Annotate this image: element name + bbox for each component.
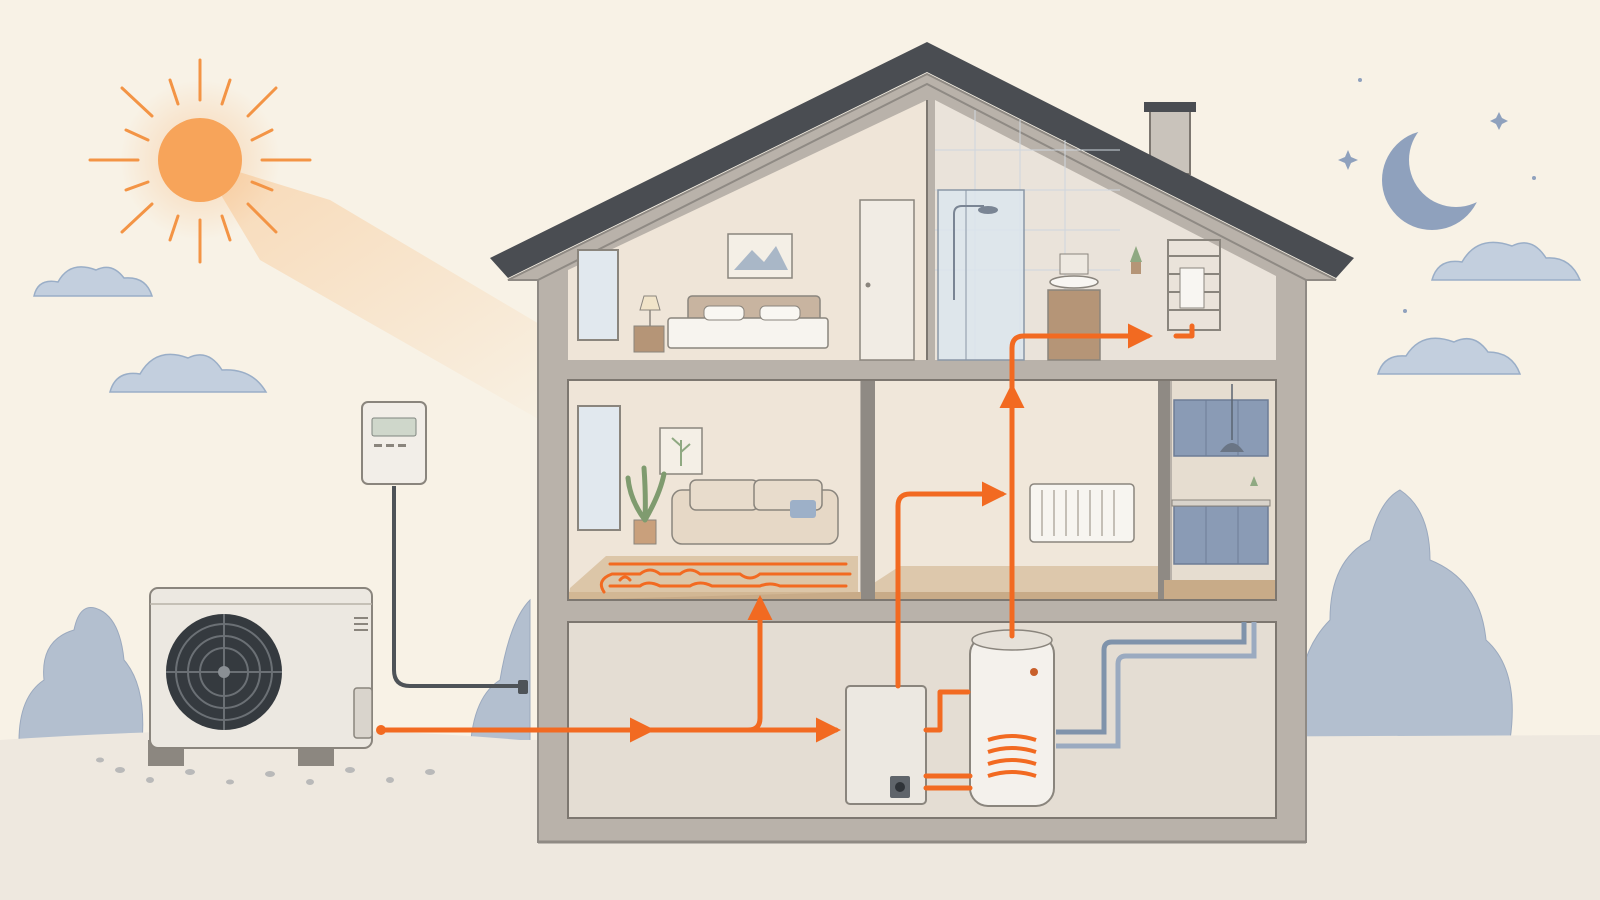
star-icon <box>1338 78 1536 313</box>
module-to-cylinder-pipe-1 <box>923 689 971 733</box>
kitchen <box>1164 384 1276 600</box>
shrub-right <box>1297 489 1513 741</box>
cable-connector <box>518 680 528 694</box>
underfloor-feed-pipe <box>745 595 773 733</box>
bathroom <box>935 110 1221 361</box>
cloud-icon <box>33 241 1582 393</box>
radiator <box>1029 483 1135 543</box>
outdoor-heat-pump-unit <box>148 587 386 766</box>
towel-radiator-pipe <box>1009 323 1153 391</box>
heat-flow-pipes <box>381 323 1195 791</box>
radiator-feed-pipe <box>895 481 1007 689</box>
room-outlines <box>567 379 1277 819</box>
sun-icon <box>88 58 600 420</box>
living-room <box>577 405 839 545</box>
bedroom <box>577 199 915 361</box>
fan-icon <box>166 614 282 730</box>
underfloor-heating <box>568 556 860 600</box>
wall-controller <box>361 401 520 688</box>
controller-screen <box>371 417 417 437</box>
moon-icon <box>1382 113 1503 230</box>
hot-water-cylinder <box>969 629 1055 807</box>
towel-radiator <box>1167 239 1221 331</box>
indoor-hydronic-module <box>845 685 927 805</box>
cold-water-pipes <box>1056 622 1257 749</box>
